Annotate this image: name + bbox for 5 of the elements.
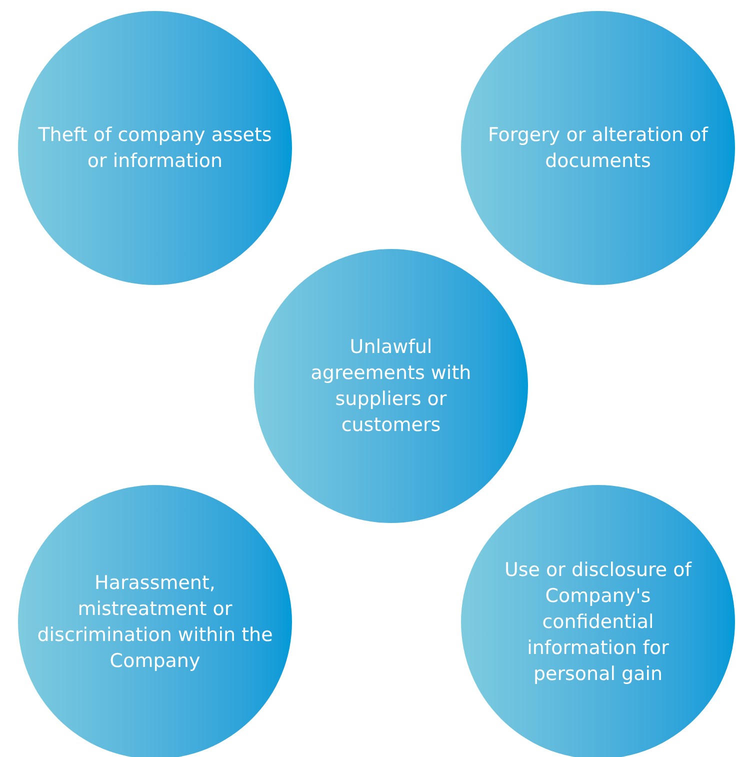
circle-label: Unlawful agreements with suppliers or customers xyxy=(310,335,472,438)
circle-label: Theft of company assets or information xyxy=(37,123,273,174)
circle-label: Forgery or alteration of documents xyxy=(487,123,710,174)
circle-label: Use or disclosure of Company's confidential information for personal gain xyxy=(504,558,693,687)
circle-label: Harassment, mistreatment or discrimination within the Company xyxy=(36,571,274,674)
